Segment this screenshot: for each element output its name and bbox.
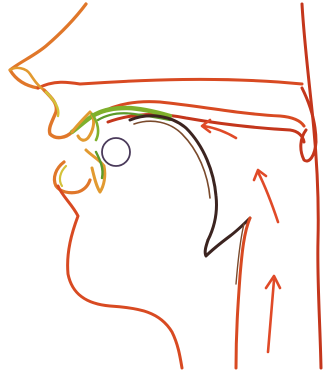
tooth-crown — [102, 138, 130, 166]
alveolar-ridge — [72, 108, 170, 132]
nasal-cavity-floor — [38, 79, 302, 88]
tongue-body — [130, 116, 217, 240]
nose-outline — [10, 4, 86, 88]
arrow-up-icon — [258, 172, 278, 222]
pharynx-back-wall — [302, 4, 321, 368]
lower-lip-highlight — [60, 166, 66, 186]
lower-teeth-edge — [96, 152, 103, 178]
arrow-up-icon — [268, 280, 274, 352]
epiglottis — [236, 218, 250, 368]
chin-outline — [58, 186, 182, 368]
airflow-arrow-lower — [266, 276, 280, 352]
airflow-arrow-middle — [254, 170, 278, 222]
tongue-body-shade — [134, 121, 210, 198]
